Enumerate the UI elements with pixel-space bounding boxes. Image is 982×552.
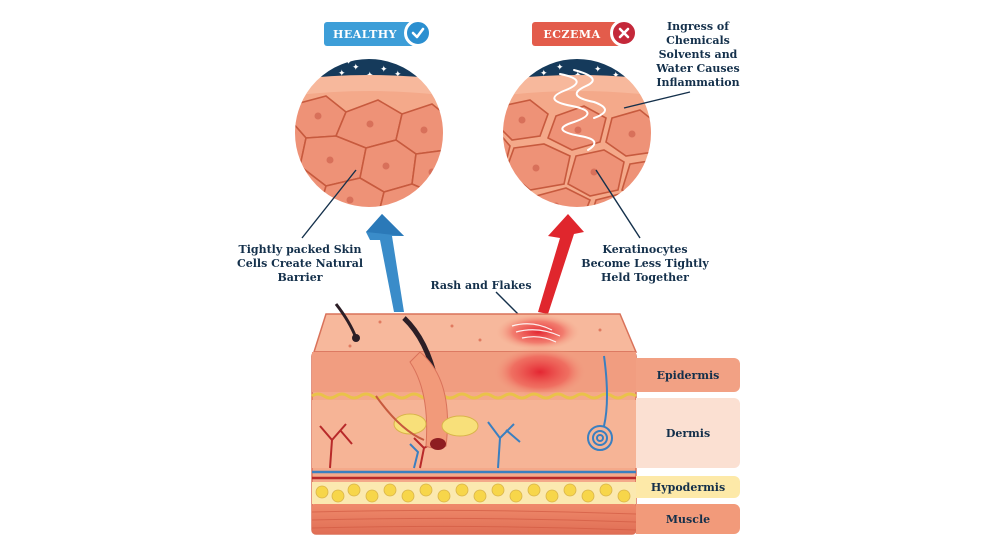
keratinocytes-callout: Keratinocytes Become Less Tightly Held T… — [570, 243, 720, 285]
x-mark-icon — [610, 19, 638, 47]
svg-text:✦: ✦ — [346, 59, 351, 66]
svg-text:✦: ✦ — [528, 61, 533, 68]
healthy-blue-arrow — [366, 214, 404, 312]
healthy-badge-label: HEALTHY — [332, 27, 398, 41]
eczema-skin-magnified-circle: ✦✦✦ ✦✦✦ — [502, 58, 652, 208]
svg-text:✦: ✦ — [338, 69, 346, 79]
eczema-badge-label: ECZEMA — [543, 27, 601, 41]
callout-line: Barrier — [277, 271, 323, 284]
callout-line: Inflammation — [656, 76, 740, 89]
hypodermis-label: Hypodermis — [636, 476, 740, 498]
muscle-label: Muscle — [636, 504, 740, 534]
svg-text:✦: ✦ — [380, 65, 388, 75]
callout-line: Tightly packed Skin — [238, 243, 362, 256]
healthy-skin-magnified-circle: ✦✦✦ ✦✦✦ — [294, 58, 444, 208]
healthy-leader-line — [301, 169, 357, 239]
callout-line: Keratinocytes — [602, 243, 688, 256]
eczema-red-arrow — [538, 214, 584, 314]
ingress-callout: Ingress of Chemicals Solvents and Water … — [638, 20, 758, 90]
epidermis-label: Epidermis — [636, 358, 740, 392]
svg-text:✦: ✦ — [556, 63, 564, 73]
healthy-barrier-callout: Tightly packed Skin Cells Create Natural… — [220, 243, 380, 285]
callout-line: Held Together — [601, 271, 689, 284]
checkmark-icon — [404, 19, 432, 47]
callout-line: Water Causes — [656, 62, 740, 75]
svg-text:✦: ✦ — [612, 71, 620, 81]
callout-line: Solvents and — [658, 48, 738, 61]
eczema-badge: ECZEMA — [532, 19, 638, 47]
skin-block — [311, 303, 638, 535]
callout-line: Chemicals — [666, 34, 730, 47]
keratinocyte-leader-line — [595, 169, 641, 239]
callout-line: Ingress of — [667, 20, 729, 33]
ingress-leader-line — [623, 91, 691, 109]
svg-text:✦: ✦ — [352, 63, 360, 73]
rash-area — [496, 314, 580, 350]
healthy-badge: HEALTHY — [324, 19, 432, 47]
dermis-label: Dermis — [636, 398, 740, 468]
callout-line: Cells Create Natural — [236, 257, 364, 270]
rash-callout: Rash and Flakes — [430, 279, 532, 292]
callout-line: Become Less Tightly — [581, 257, 709, 270]
svg-text:✦: ✦ — [540, 69, 548, 79]
svg-text:✦: ✦ — [594, 65, 602, 75]
svg-text:✦: ✦ — [394, 70, 402, 80]
